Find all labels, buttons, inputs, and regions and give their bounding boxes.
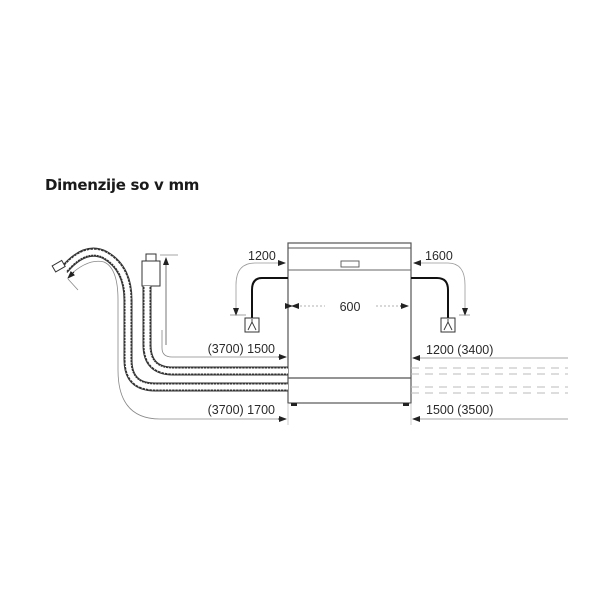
dishwasher-body bbox=[287, 242, 412, 406]
right-lower-hose-label: 1500 (3500) bbox=[426, 403, 493, 417]
left-drain-height-label: 1200 bbox=[248, 249, 276, 263]
right-drain: 1600 bbox=[411, 249, 470, 333]
left-lower-hose-label: (3700) 1700 bbox=[208, 403, 275, 417]
handle-icon bbox=[340, 260, 360, 268]
left-drain: 1200 bbox=[230, 249, 288, 333]
foot-icon bbox=[291, 403, 297, 406]
right-drain-height-label: 1600 bbox=[425, 249, 453, 263]
left-upper-hose-label: (3700) 1500 bbox=[208, 342, 275, 356]
tap-connector-icon bbox=[145, 253, 157, 262]
aquastop-icon bbox=[141, 260, 161, 287]
foot-icon bbox=[403, 403, 409, 406]
diagram-title: Dimenzije so v mm bbox=[45, 176, 200, 194]
left-hoses: (3700) 1500 (3700) 1700 bbox=[51, 247, 289, 425]
width-label: 600 bbox=[340, 300, 361, 314]
width-dimension: 600 bbox=[285, 300, 409, 314]
drain-end-icon bbox=[51, 259, 66, 273]
right-hoses: 1200 (3400) 1500 (3500) bbox=[410, 343, 568, 425]
right-upper-hose-label: 1200 (3400) bbox=[426, 343, 493, 357]
